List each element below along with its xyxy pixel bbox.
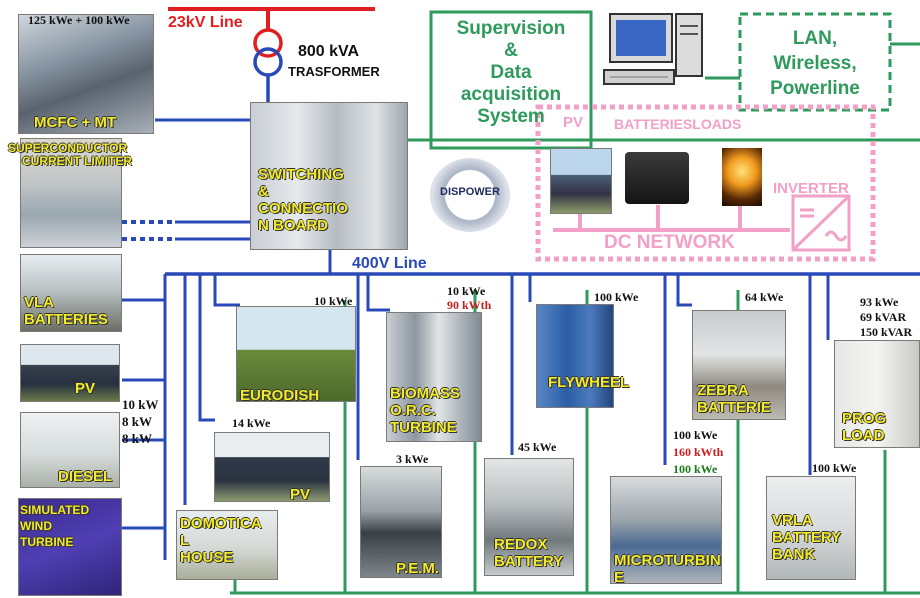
pv-left-photo: [20, 344, 120, 402]
dc-pv-label: PV: [563, 114, 583, 131]
inverter-symbol: [793, 196, 849, 250]
eurodish-rating: 10 kWe: [314, 294, 352, 308]
diesel-label: DIESEL: [58, 468, 112, 485]
microturbine-rating-2: 160 kWth: [673, 445, 723, 459]
lan-title: LAN, Wireless, Powerline: [745, 26, 885, 101]
eurodish-feeder: [215, 274, 240, 305]
supervision-title: Supervision & Data acquisition System: [431, 18, 591, 128]
fcl-label: SUPERCONDUCTOR CURRENT LIMITER: [8, 142, 132, 168]
pv-left-label: PV: [75, 380, 95, 397]
vla-label: VLA BATTERIES: [24, 294, 108, 328]
eurodish-label: EURODISH: [240, 387, 319, 404]
transformer-secondary-coil: [255, 49, 281, 75]
dc-pv-panel-photo: [550, 148, 612, 214]
left-ratings: 10 kW 8 kW 8 kW: [122, 396, 158, 447]
microturbine-rating-1: 100 kWe: [673, 428, 717, 442]
vrla-rating: 100 kWe: [812, 461, 856, 475]
transformer-label: TRASFORMER: [288, 64, 380, 79]
hv-line-label: 23kV Line: [168, 14, 243, 32]
flywheel-label: FLYWHEEL: [548, 374, 629, 391]
pv2-feeder: [200, 274, 215, 420]
microturbine-rating-3: 100 kWe: [673, 462, 717, 476]
pv2-label: PV: [290, 486, 310, 503]
dc-battery-photo: [625, 152, 689, 204]
zebra-rating: 64 kWe: [745, 290, 783, 304]
pem-label: P.E.M.: [396, 560, 439, 577]
dc-network-label: DC NETWORK: [604, 232, 735, 254]
dc-batteries-loads-label: BATTERIESLOADS: [614, 116, 741, 132]
wind-label: SIMULATED WIND TURBINE: [20, 502, 89, 550]
prog-load-ratings: 93 kWe 69 kVAR 150 kVAR: [860, 295, 912, 340]
mcfc-label: MCFC + MT: [34, 114, 116, 131]
transformer-rating: 800 kVA: [298, 43, 359, 61]
vrla-label: VRLA BATTERY BANK: [772, 512, 841, 563]
mcfc-rating: 125 kWe + 100 kWe: [28, 13, 130, 27]
zebra-label: ZEBRA BATTERIE: [697, 382, 771, 416]
pv2-rating: 14 kWe: [232, 416, 270, 430]
pv2-photo: [214, 432, 330, 502]
dc-inverter-label: INVERTER: [773, 180, 849, 197]
flywheel-photo: [536, 304, 614, 408]
biomass-rating-2: 90 kWth: [447, 298, 491, 312]
dc-lightbulb-photo: [722, 148, 762, 206]
zebra-feeder: [678, 274, 692, 305]
microturbine-label: MICROTURBIN E: [614, 552, 721, 586]
domotica-label: DOMOTICA L HOUSE: [180, 515, 262, 566]
biomass-feeder: [368, 274, 390, 310]
redox-label: REDOX BATTERY: [494, 536, 563, 570]
dispower-logo-text: DISPOWER: [430, 186, 510, 198]
pem-rating: 3 kWe: [396, 452, 428, 466]
biomass-label: BIOMASS O.R.C. TURBINE: [390, 385, 460, 436]
switching-label: SWITCHING & CONNECTIO N BOARD: [258, 166, 348, 234]
biomass-rating-1: 10 kWe: [447, 284, 485, 298]
computer-icon: [602, 12, 706, 92]
lv-line-label: 400V Line: [352, 255, 427, 273]
flywheel-rating: 100 kWe: [594, 290, 638, 304]
prog-load-label: PROG LOAD: [842, 410, 886, 444]
dispower-logo: DISPOWER: [430, 158, 510, 232]
redox-rating: 45 kWe: [518, 440, 556, 454]
